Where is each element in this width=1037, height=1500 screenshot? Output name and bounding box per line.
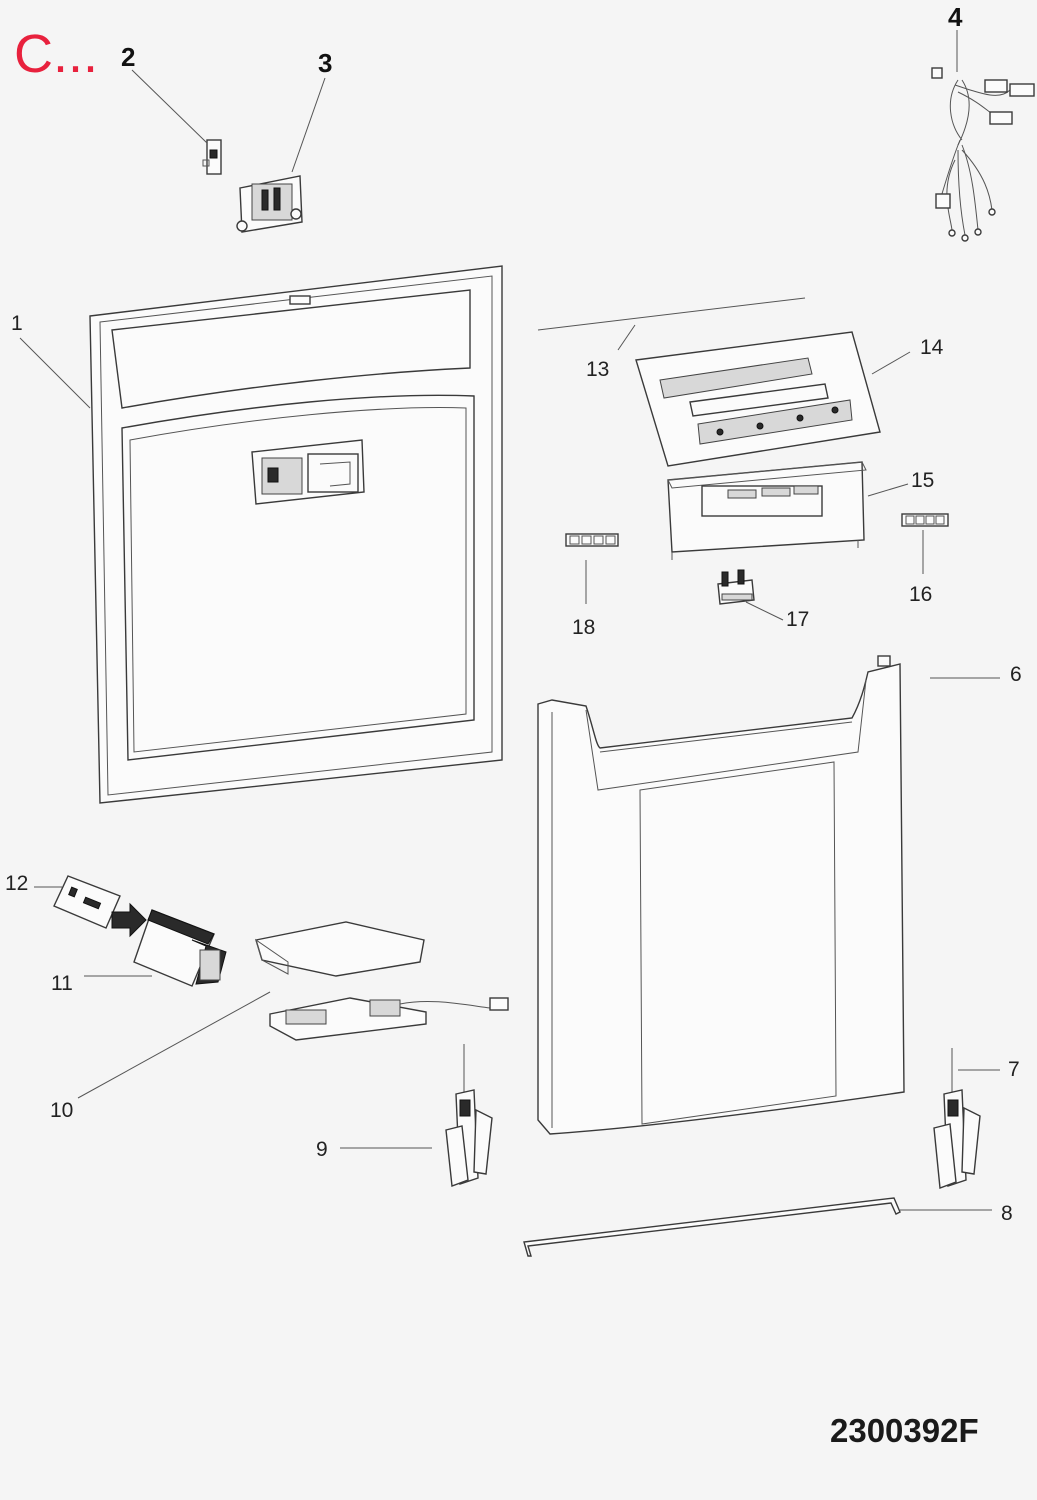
label-7: 7 [1008,1058,1020,1081]
part-18-button-set [565,533,619,547]
divider-13 [537,297,806,331]
label-3: 3 [318,48,332,78]
part-7-hinge-right [933,1048,981,1189]
label-11: 11 [51,972,73,995]
label-10: 10 [50,1099,73,1122]
leader-13 [617,324,636,351]
label-13: 13 [586,358,609,381]
label-9: 9 [316,1138,328,1161]
corner-marker: C... [14,24,98,84]
part-3-door-lock [236,175,303,233]
label-17: 17 [786,608,809,631]
reference-code: 2300392F [830,1412,979,1449]
label-15: 15 [911,469,934,492]
leader-14 [871,351,911,375]
leader-2 [131,69,208,144]
part-11-module-box [133,909,227,987]
label-2: 2 [121,42,135,72]
label-12: 12 [5,872,28,895]
label-18: 18 [572,616,595,639]
label-4: 4 [948,2,963,32]
label-8: 8 [1001,1202,1013,1225]
arrow-icon [111,902,147,938]
part-9-hinge-left [445,1044,493,1187]
part-8-rod [523,1197,901,1257]
part-12-label-card [53,875,121,929]
label-16: 16 [909,583,932,606]
part-16-button-set [901,513,949,527]
leader-1 [19,337,91,409]
part-10-electronic-module [255,921,509,1041]
part-6-outer-door [537,655,905,1135]
part-17-switch [717,569,755,605]
part-1-inner-door-panel [89,265,503,804]
leader-15 [867,483,909,497]
label-14: 14 [920,336,944,359]
leader-10 [77,991,271,1099]
leader-17 [745,601,784,621]
part-15-control-panel [667,461,867,560]
label-1: 1 [11,312,23,335]
part-14-electronic-board [635,331,881,467]
part-4-wiring-harness [931,67,1035,242]
part-2-latch [202,139,222,175]
leader-3 [291,77,326,173]
label-6: 6 [1010,663,1022,686]
